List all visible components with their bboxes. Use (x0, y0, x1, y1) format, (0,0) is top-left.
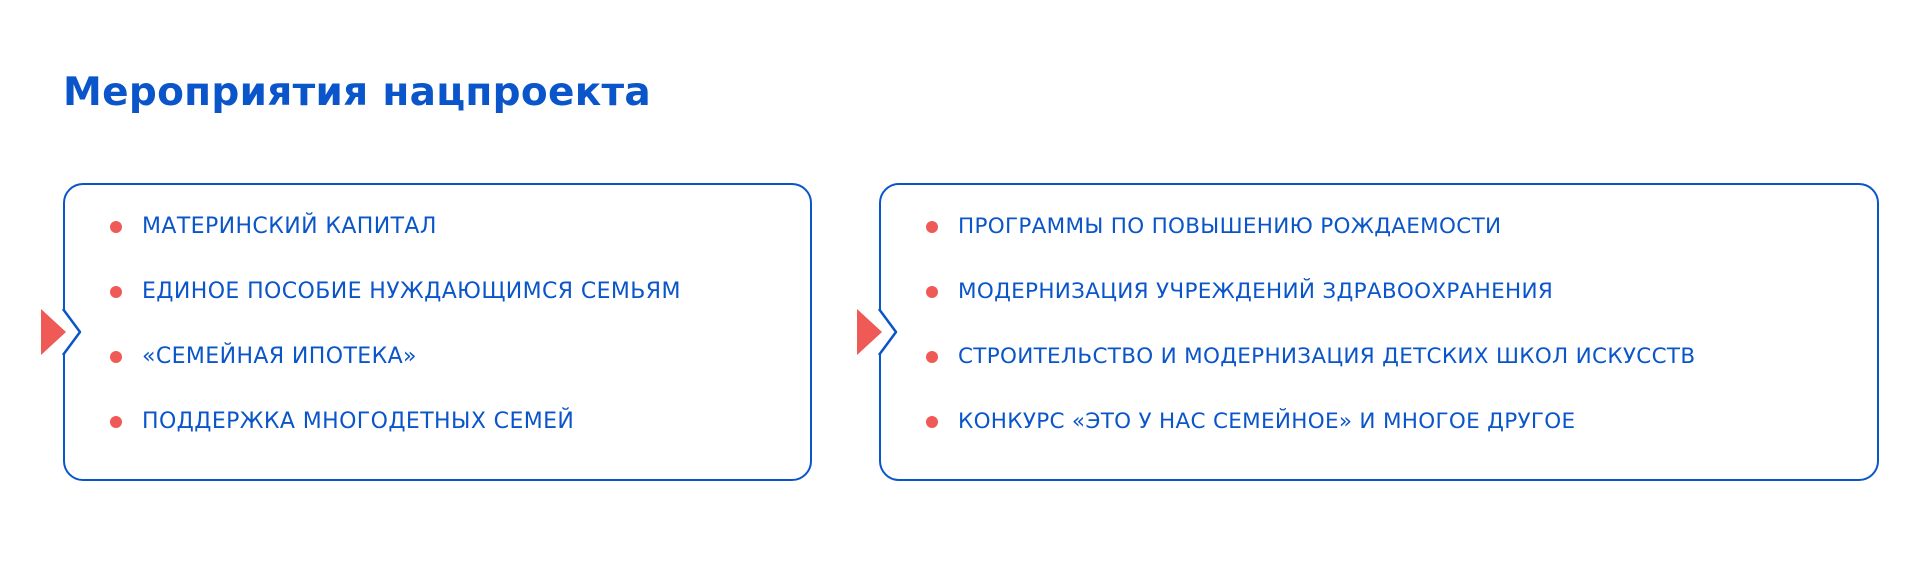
bullet-dot-icon (926, 221, 938, 233)
list-item-text: КОНКУРС «ЭТО У НАС СЕМЕЙНОЕ» И МНОГОЕ ДР… (958, 409, 1576, 434)
list-item-text: МОДЕРНИЗАЦИЯ УЧРЕЖДЕНИЙ ЗДРАВООХРАНЕНИЯ (958, 279, 1554, 304)
bullet-dot-icon (926, 351, 938, 363)
list-item-text: ПОДДЕРЖКА МНОГОДЕТНЫХ СЕМЕЙ (142, 409, 575, 434)
arrow-pointer-icon (61, 308, 81, 356)
list-item: ПОДДЕРЖКА МНОГОДЕТНЫХ СЕМЕЙ (110, 406, 681, 471)
accent-triangle-icon (857, 309, 882, 355)
list-item-text: МАТЕРИНСКИЙ КАПИТАЛ (142, 214, 437, 239)
arrow-pointer-icon (877, 308, 897, 356)
page-title: Мероприятия нацпроекта (63, 70, 652, 115)
list-item: ПРОГРАММЫ ПО ПОВЫШЕНИЮ РОЖДАЕМОСТИ (926, 211, 1695, 276)
list-item: МОДЕРНИЗАЦИЯ УЧРЕЖДЕНИЙ ЗДРАВООХРАНЕНИЯ (926, 276, 1695, 341)
list-item: МАТЕРИНСКИЙ КАПИТАЛ (110, 211, 681, 276)
list-item: ЕДИНОЕ ПОСОБИЕ НУЖДАЮЩИМСЯ СЕМЬЯМ (110, 276, 681, 341)
events-card-left: МАТЕРИНСКИЙ КАПИТАЛ ЕДИНОЕ ПОСОБИЕ НУЖДА… (41, 183, 812, 481)
bullet-dot-icon (110, 416, 122, 428)
list-item-text: ЕДИНОЕ ПОСОБИЕ НУЖДАЮЩИМСЯ СЕМЬЯМ (142, 279, 681, 304)
list-item: СТРОИТЕЛЬСТВО И МОДЕРНИЗАЦИЯ ДЕТСКИХ ШКО… (926, 341, 1695, 406)
bullet-dot-icon (110, 351, 122, 363)
list-item-text: СТРОИТЕЛЬСТВО И МОДЕРНИЗАЦИЯ ДЕТСКИХ ШКО… (958, 344, 1696, 369)
bullet-dot-icon (926, 416, 938, 428)
list-item-text: ПРОГРАММЫ ПО ПОВЫШЕНИЮ РОЖДАЕМОСТИ (958, 214, 1502, 239)
list-item: «СЕМЕЙНАЯ ИПОТЕКА» (110, 341, 681, 406)
list-item-text: «СЕМЕЙНАЯ ИПОТЕКА» (142, 344, 417, 369)
events-list-right: ПРОГРАММЫ ПО ПОВЫШЕНИЮ РОЖДАЕМОСТИ МОДЕР… (926, 211, 1695, 471)
list-item: КОНКУРС «ЭТО У НАС СЕМЕЙНОЕ» И МНОГОЕ ДР… (926, 406, 1695, 471)
events-card-right: ПРОГРАММЫ ПО ПОВЫШЕНИЮ РОЖДАЕМОСТИ МОДЕР… (857, 183, 1879, 481)
bullet-dot-icon (110, 286, 122, 298)
bullet-dot-icon (926, 286, 938, 298)
bullet-dot-icon (110, 221, 122, 233)
events-list-left: МАТЕРИНСКИЙ КАПИТАЛ ЕДИНОЕ ПОСОБИЕ НУЖДА… (110, 211, 681, 471)
accent-triangle-icon (41, 309, 66, 355)
